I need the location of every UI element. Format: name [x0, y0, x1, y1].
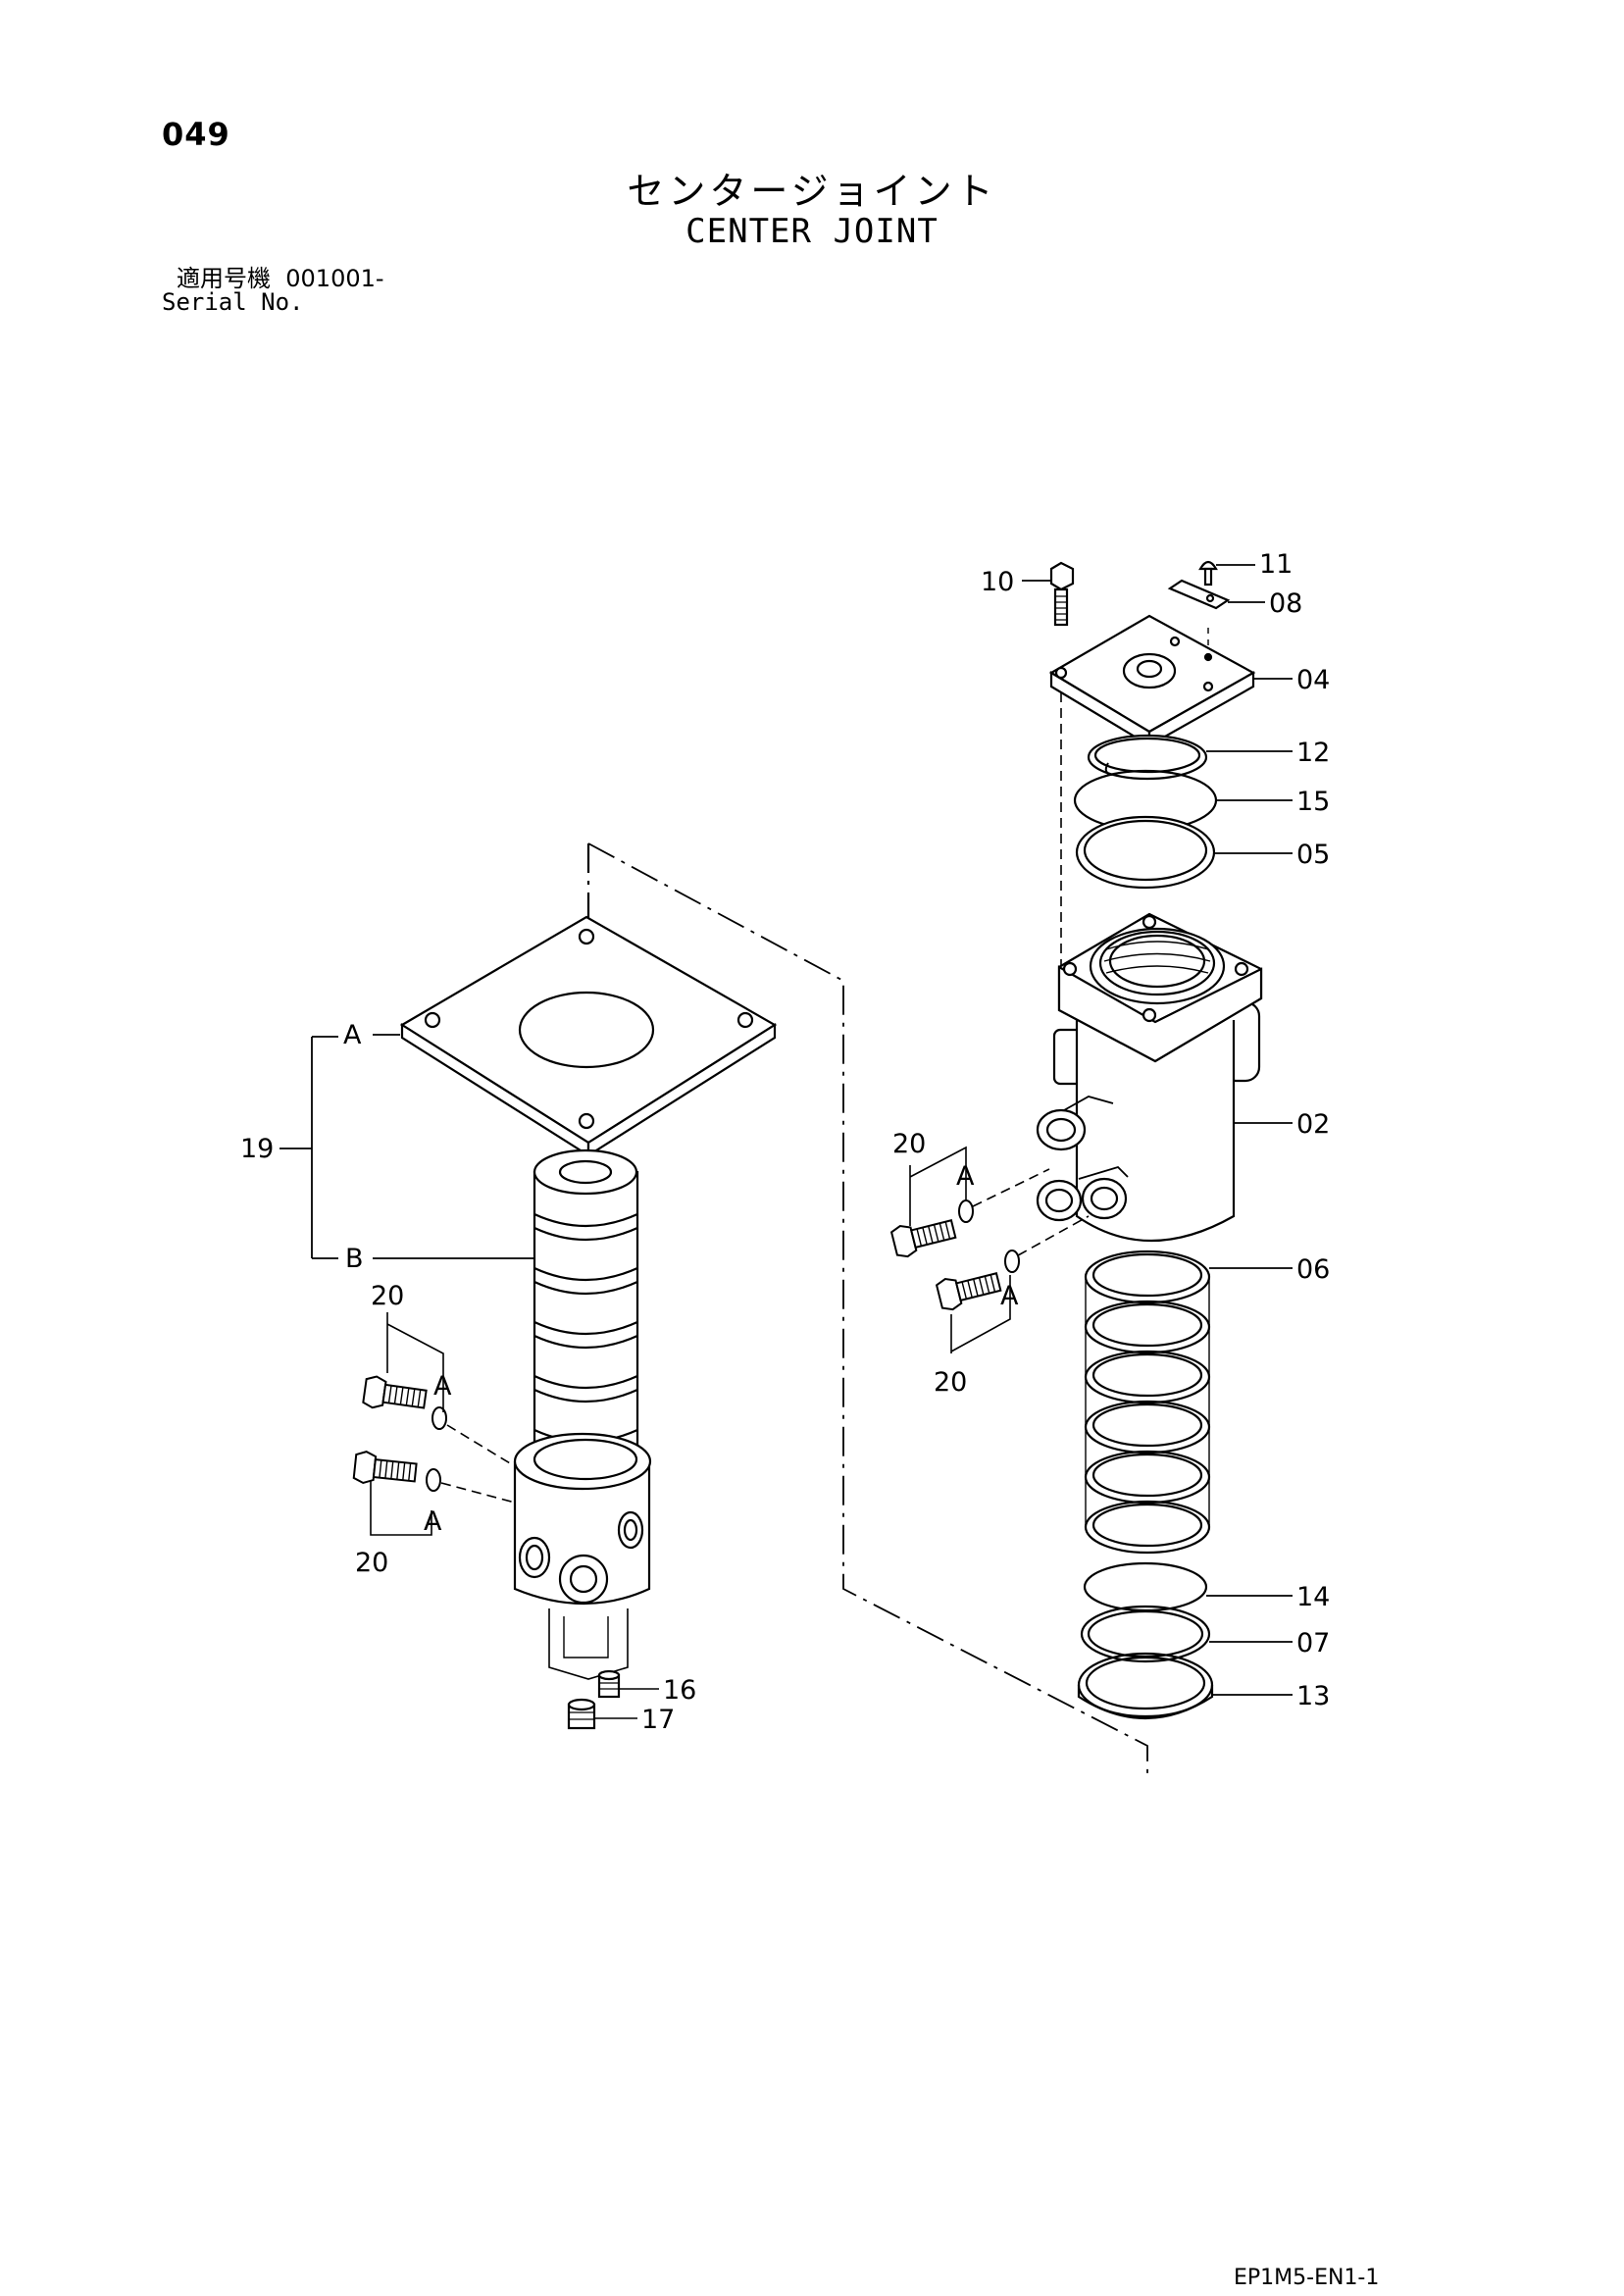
- oring-a-left-upper: [431, 1405, 448, 1431]
- callout-15: 15: [1296, 787, 1330, 817]
- serial-value: 001001-: [285, 265, 384, 292]
- cover-04: [1048, 614, 1256, 747]
- plate-a: [399, 915, 778, 1157]
- callout-11: 11: [1259, 549, 1293, 580]
- drawing-code: EP1M5-EN1-1: [1234, 2266, 1380, 2290]
- callout-a-right-upper: A: [956, 1161, 975, 1192]
- callout-20-left-upper: 20: [371, 1281, 404, 1311]
- callout-14: 14: [1296, 1582, 1330, 1612]
- callout-13: 13: [1296, 1681, 1330, 1711]
- plate-08: [1167, 579, 1231, 610]
- callout-b-shaft: B: [345, 1244, 364, 1274]
- shaft-b: [513, 1148, 652, 1680]
- ring-07: [1080, 1605, 1211, 1663]
- assembly-19-left: [279, 842, 1148, 1780]
- callout-a-left-lower: A: [424, 1506, 442, 1537]
- screw-11: [1198, 560, 1218, 587]
- callout-a-plate: A: [343, 1020, 362, 1050]
- plug-16: [597, 1669, 621, 1699]
- seals-06: [1084, 1250, 1211, 1555]
- serial-label-japanese: 適用号機 001001-: [177, 259, 384, 293]
- callout-20-right-upper: 20: [892, 1129, 926, 1159]
- body-02: [1036, 912, 1263, 1243]
- callout-20-left-lower: 20: [355, 1548, 388, 1578]
- bolt-20-left-lower: [352, 1449, 419, 1490]
- callout-04: 04: [1296, 665, 1330, 695]
- callout-labels: 10 11 08 04 12 15 05 02 06 14 07 13 20 A…: [240, 549, 1330, 1735]
- bolt-10: [1049, 561, 1075, 627]
- callout-19: 19: [240, 1134, 274, 1164]
- callout-16: 16: [663, 1675, 696, 1706]
- page-number: 049: [162, 116, 230, 153]
- callout-a-right-lower: A: [1000, 1281, 1019, 1311]
- title-english: CENTER JOINT: [685, 212, 939, 251]
- callout-a-left-upper: A: [433, 1371, 452, 1402]
- title-japanese: センタージョイント: [627, 170, 997, 213]
- callout-08: 08: [1269, 588, 1302, 619]
- callout-20-right-lower: 20: [934, 1367, 967, 1398]
- callout-10: 10: [981, 567, 1014, 597]
- plug-17: [567, 1698, 596, 1730]
- ring-14: [1083, 1561, 1208, 1612]
- bolt-20-left-upper: [361, 1374, 429, 1416]
- oring-a-left-lower: [425, 1467, 442, 1493]
- bolt-20-right-upper: [889, 1212, 959, 1260]
- oring-a-right-lower: [1003, 1249, 1021, 1274]
- callout-17: 17: [641, 1705, 675, 1735]
- assembly-right: [889, 560, 1293, 1719]
- oring-a-right-upper: [957, 1199, 975, 1224]
- callout-07: 07: [1296, 1628, 1330, 1658]
- callout-12: 12: [1296, 738, 1330, 768]
- callout-06: 06: [1296, 1254, 1330, 1285]
- callout-02: 02: [1296, 1109, 1330, 1140]
- serial-label-jp-text: 適用号機: [177, 265, 271, 292]
- bolt-20-right-lower: [935, 1265, 1004, 1313]
- ring-13: [1077, 1652, 1214, 1719]
- serial-label-english: Serial No.: [162, 288, 304, 316]
- ring-05: [1075, 815, 1216, 890]
- callout-05: 05: [1296, 840, 1330, 870]
